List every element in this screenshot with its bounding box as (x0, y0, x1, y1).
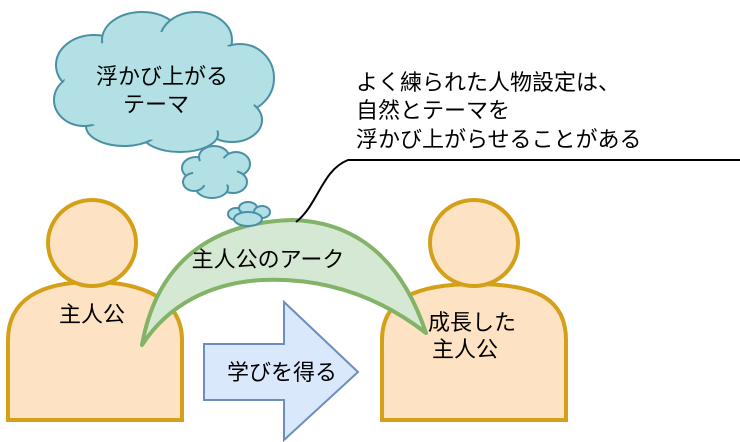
learning-arrow: 学びを得る (203, 299, 360, 442)
left-person-label: 主人公 (59, 303, 125, 328)
arc-band (140, 218, 428, 347)
arrow-label: 学びを得る (227, 361, 337, 386)
left-person-head (46, 198, 138, 288)
character-arc: 主人公のアーク (140, 218, 428, 347)
thought-puff-small (227, 201, 271, 227)
right-person-head (428, 198, 520, 288)
thought-puff-medium-fill (193, 157, 237, 187)
thought-cloud: 浮かび上がる テーマ (53, 11, 275, 153)
cloud-label-line1: 浮かび上がる (96, 65, 228, 90)
cloud-center (64, 32, 260, 140)
arrow-shape (203, 299, 360, 442)
right-person: 成長した 主人公 (380, 198, 568, 422)
cloud-label-line2: テーマ (123, 93, 189, 118)
right-person-label-line1: 成長した (428, 311, 516, 336)
callout-line1: よく練られた人物設定は、 (356, 71, 620, 96)
arc-label: 主人公のアーク (192, 248, 345, 273)
left-person: 主人公 (6, 198, 184, 422)
callout-line3: 浮かび上がらせることがある (356, 128, 642, 153)
callout-line2: 自然とテーマを (356, 99, 510, 124)
callout-leader (295, 159, 740, 223)
right-person-label-line2: 主人公 (432, 338, 498, 363)
callout-text: よく練られた人物設定は、 自然とテーマを 浮かび上がらせることがある (356, 71, 642, 153)
